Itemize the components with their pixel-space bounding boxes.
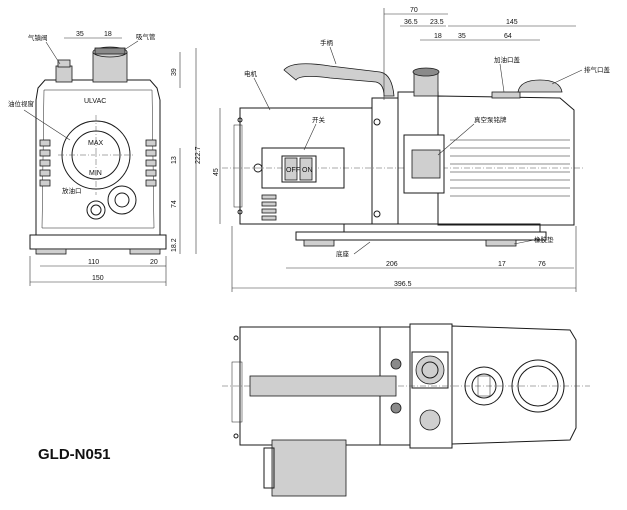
dim-13: 13 — [171, 156, 178, 164]
pump-fins — [450, 139, 570, 197]
dim-17: 17 — [498, 261, 506, 268]
dim-23-5: 23.5 — [430, 19, 444, 26]
model-name: GLD-N051 — [38, 446, 111, 463]
dim-35: 35 — [76, 31, 84, 38]
label-oil-fill-cap: 加油口盖 — [494, 55, 521, 64]
dim-45: 45 — [213, 168, 220, 176]
label-exhaust-pipe: 吸气管 — [136, 32, 156, 41]
dim-74: 74 — [171, 200, 178, 208]
window-min: MIN — [89, 170, 102, 177]
dim-18: 18 — [104, 31, 112, 38]
dim-110: 110 — [88, 259, 99, 266]
label-drain-port: 放油口 — [62, 186, 82, 195]
dim-36-5: 36.5 — [404, 19, 418, 26]
label-base: 底座 — [336, 249, 350, 258]
top-view — [222, 323, 590, 497]
dim-39: 39 — [171, 68, 178, 76]
brand-label: ULVAC — [84, 98, 106, 105]
switch-on: ON — [302, 167, 313, 174]
dim-35b: 35 — [458, 33, 466, 40]
fins-right — [145, 139, 157, 187]
dim-150: 150 — [92, 275, 104, 282]
dim-18b: 18 — [434, 33, 442, 40]
window-max: MAX — [88, 140, 104, 147]
dim-222-7: 222.7 — [195, 146, 202, 164]
label-exhaust-cap: 排气口盖 — [584, 65, 611, 74]
fins-left — [39, 139, 51, 187]
dim-76: 76 — [538, 261, 546, 268]
label-rubber-pad: 橡胶垫 — [534, 235, 554, 244]
dim-18-2: 18.2 — [171, 238, 178, 252]
switch-off: OFF — [286, 167, 300, 174]
label-gas-ballast: 气镇阀 — [28, 33, 48, 42]
dim-20: 20 — [150, 259, 158, 266]
dim-70: 70 — [410, 7, 418, 14]
label-oil-window: 油位视窗 — [8, 99, 34, 108]
side-view: OFF ON — [213, 7, 611, 292]
label-vacuum-plate: 真空泵铭牌 — [474, 115, 507, 124]
dim-396-5: 396.5 — [394, 281, 412, 288]
handle[interactable] — [283, 63, 395, 97]
dim-64: 64 — [504, 33, 512, 40]
front-view: ULVAC MAX MIN 气镇阀 — [8, 31, 202, 286]
label-motor: 电机 — [244, 69, 258, 78]
label-handle: 手柄 — [320, 38, 334, 47]
front-dims: 35 18 39 222.7 13 74 18.2 110 20 150 — [29, 31, 202, 286]
side-dims: 70 36.5 23.5 145 18 35 64 45 206 17 76 3… — [213, 7, 577, 292]
dim-206: 206 — [386, 261, 398, 268]
dim-145: 145 — [506, 19, 518, 26]
label-switch: 开关 — [312, 115, 326, 124]
switch-box-top — [271, 439, 347, 497]
